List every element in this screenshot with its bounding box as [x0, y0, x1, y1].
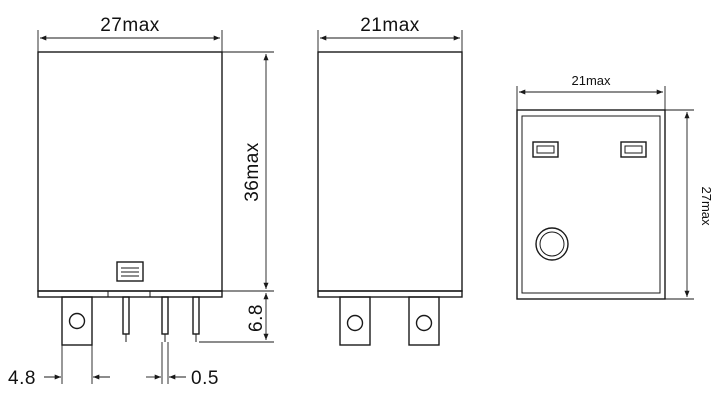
- bottom-view: 21max 27max: [516, 73, 714, 300]
- bottom-outline: [516, 109, 666, 300]
- front-pin-wide-left: [61, 296, 93, 346]
- side-body: [317, 51, 463, 292]
- side-width-label: 21max: [360, 15, 420, 36]
- side-width-dimension: 21max: [317, 15, 463, 52]
- front-width-dimension: 27max: [37, 15, 223, 52]
- bottom-width-dimension: 21max: [516, 73, 666, 110]
- front-pin-thickness-dimension: 0.5: [146, 342, 219, 389]
- front-pin-thin-2: [161, 296, 169, 342]
- side-view: 21max: [317, 15, 463, 346]
- side-pin-right: [408, 296, 440, 346]
- front-pin-length-label: 6.8: [246, 304, 267, 332]
- front-height-dimension: 36max: [222, 51, 274, 292]
- bottom-terminal-slot-right: [620, 141, 647, 158]
- bottom-inner: [521, 115, 661, 294]
- side-base: [317, 290, 463, 298]
- front-pin-width-label: 4.8: [8, 368, 36, 389]
- front-pin-thin-1: [122, 296, 130, 342]
- front-pin-length-dimension: 6.8: [199, 293, 274, 343]
- front-width-label: 27max: [100, 15, 160, 36]
- bottom-height-label: 27max: [699, 186, 714, 226]
- front-pin-thin-3: [192, 296, 200, 342]
- bottom-round-hole: [535, 227, 569, 261]
- front-pin-thickness-label: 0.5: [191, 368, 219, 389]
- front-pin-width-dimension: 4.8: [8, 345, 110, 389]
- bottom-terminal-slot-left: [532, 141, 559, 158]
- front-body: [37, 51, 223, 292]
- front-view: 27max 36max 6.8 4.8 0: [8, 15, 274, 389]
- front-latch: [116, 261, 144, 282]
- front-base: [37, 290, 223, 298]
- front-height-label: 36max: [242, 142, 263, 202]
- side-pin-left: [339, 296, 371, 346]
- bottom-height-dimension: 27max: [665, 109, 714, 300]
- bottom-width-label: 21max: [571, 73, 611, 88]
